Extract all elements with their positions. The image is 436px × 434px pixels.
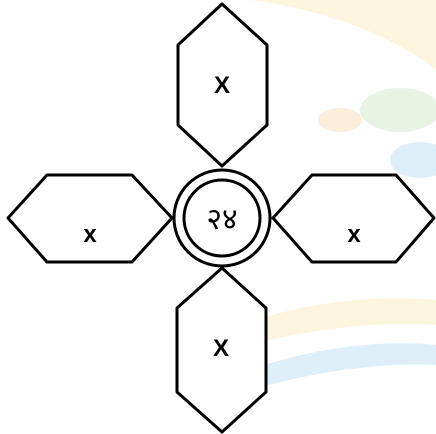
petal-right-label: x xyxy=(347,221,361,248)
watermark-yellow-arc xyxy=(250,0,436,70)
petal-left-label: x xyxy=(83,221,97,248)
center-node: २४ xyxy=(174,170,270,266)
petal-bottom: X xyxy=(177,268,266,432)
petal-top-label: X xyxy=(214,72,230,99)
watermark-blue-leaf xyxy=(390,142,436,178)
watermark-orange-leaf xyxy=(318,108,362,132)
petal-left-shape xyxy=(8,175,172,262)
petal-bottom-label: X xyxy=(213,335,229,362)
petal-right-shape xyxy=(273,175,434,262)
center-number-label: २४ xyxy=(206,202,237,237)
petal-left: x xyxy=(8,175,172,262)
petal-top: X xyxy=(178,4,267,166)
watermark-green-leaf xyxy=(360,88,436,132)
watermark-blue-swoosh xyxy=(250,343,436,390)
petal-right: x xyxy=(273,175,434,262)
